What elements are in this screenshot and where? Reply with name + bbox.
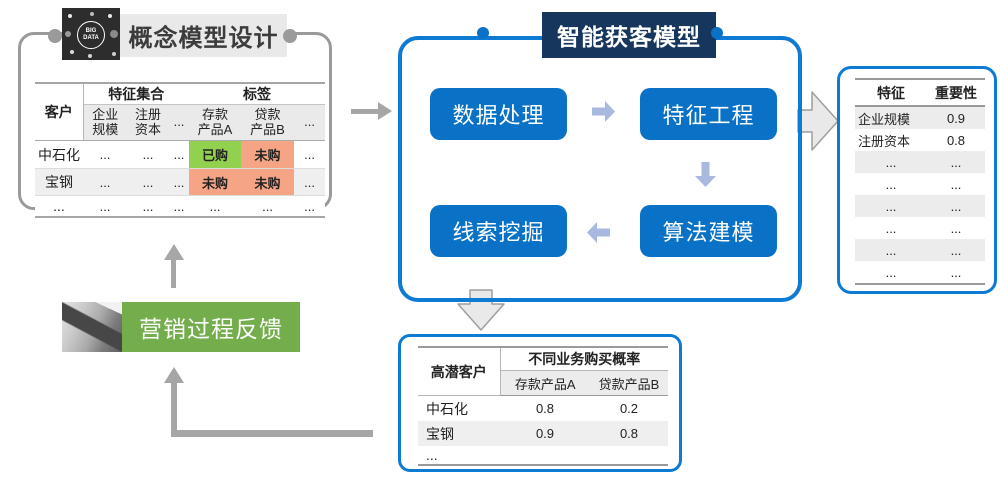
table-row: 高潜客户 不同业务购买概率 (418, 347, 668, 396)
table-row: ... ... (885, 264, 962, 280)
table-row: 存款产品A 贷款产品B (418, 370, 668, 396)
table-row: 注册资本 0.8 (858, 132, 966, 149)
arrow-head-icon (164, 367, 184, 383)
column-header: 特征 (855, 79, 927, 107)
connector-dot-icon (48, 29, 62, 43)
group-header: 标签 (189, 83, 326, 105)
table-row: ... ... (855, 239, 985, 261)
step-lead-mining: 线索挖掘 (430, 205, 567, 257)
sub-header: 存款 产品A (189, 104, 242, 141)
concept-panel-title: 概念模型设计 (120, 14, 287, 57)
arrow-head-icon (378, 102, 392, 120)
feature-importance-table: 特征 重要性 企业规模 0.9 注册资本 0.8 ... ... ... ...… (855, 78, 985, 285)
block-arrow-model-to-probability (457, 289, 505, 331)
table-row: 宝钢 ... ... ... 未购 未购 ... (35, 168, 326, 196)
big-data-image: BIG DATA (62, 8, 120, 60)
connector-dot-icon (711, 27, 723, 39)
sub-header: ... (169, 104, 190, 141)
table-row: 客户 特征集合 标签 (35, 83, 326, 141)
table-row: ... ... (885, 176, 962, 192)
connector-dot-icon (283, 29, 297, 43)
handshake-image (62, 302, 122, 352)
table-row: ... ... ... ... ... ... ... (35, 195, 326, 217)
purchased-cell: 已购 (189, 140, 242, 169)
sub-header: 企业 规模 (83, 104, 127, 141)
table-row: 特征 重要性 (855, 79, 985, 107)
not-purchased-cell: 未购 (241, 140, 295, 169)
table-row: 企业规模 0.9 (855, 106, 985, 129)
row-name: 中石化 (35, 140, 83, 169)
row-name: 宝钢 (35, 168, 83, 196)
not-purchased-cell: 未购 (189, 168, 242, 196)
block-arrow-model-to-features (797, 91, 839, 151)
sub-header: ... (294, 104, 326, 141)
step-algorithm-modeling: 算法建模 (640, 205, 777, 257)
group-header: 不同业务购买概率 (500, 347, 668, 371)
table-row: 企业 规模 注册 资本 ... 存款 产品A 贷款 产品B ... (35, 104, 326, 141)
table-row: ... ... (885, 220, 962, 236)
step-feature-engineering: 特征工程 (640, 88, 777, 140)
sub-header: 贷款产品B (590, 370, 668, 396)
model-panel-title: 智能获客模型 (542, 12, 716, 58)
big-data-label: BIG DATA (77, 21, 105, 49)
row-name: 中石化 (426, 400, 468, 417)
feedback-label: 营销过程反馈 (122, 302, 300, 352)
sub-header: 注册 资本 (127, 104, 169, 141)
arrow-step3-to-step4 (587, 222, 610, 243)
model-panel-outline (398, 36, 802, 302)
table-row: 中石化 ... ... ... 已购 未购 ... (35, 140, 326, 169)
sub-header: 存款产品A (500, 370, 590, 396)
table-row: ... (418, 446, 668, 465)
corner-header: 客户 (35, 83, 84, 141)
row-name: 宝钢 (418, 421, 500, 446)
not-purchased-cell: 未购 (241, 168, 295, 196)
arrow-head-icon (164, 244, 184, 260)
table-row: 宝钢 0.9 0.8 (418, 421, 668, 446)
table-row: ... ... (855, 151, 985, 173)
step-data-processing: 数据处理 (430, 88, 567, 140)
sub-header: 贷款 产品B (241, 104, 295, 141)
arrow-step2-to-step3 (695, 162, 716, 187)
column-header: 重要性 (927, 79, 985, 107)
table-row: ... ... (855, 195, 985, 217)
arrow-step1-to-step2 (592, 101, 615, 122)
concept-feature-table: 客户 特征集合 标签 企业 规模 注册 资本 ... 存款 产品A 贷款 产品B… (35, 82, 326, 218)
corner-header: 高潜客户 (418, 347, 501, 396)
row-name: ... (35, 195, 83, 217)
group-header: 特征集合 (83, 83, 190, 105)
ai-brain-image (488, 8, 542, 60)
purchase-probability-table: 高潜客户 不同业务购买概率 存款产品A 贷款产品B 中石化 0.8 0.2 宝钢… (418, 346, 668, 466)
table-row: 中石化 0.8 0.2 (418, 396, 668, 422)
